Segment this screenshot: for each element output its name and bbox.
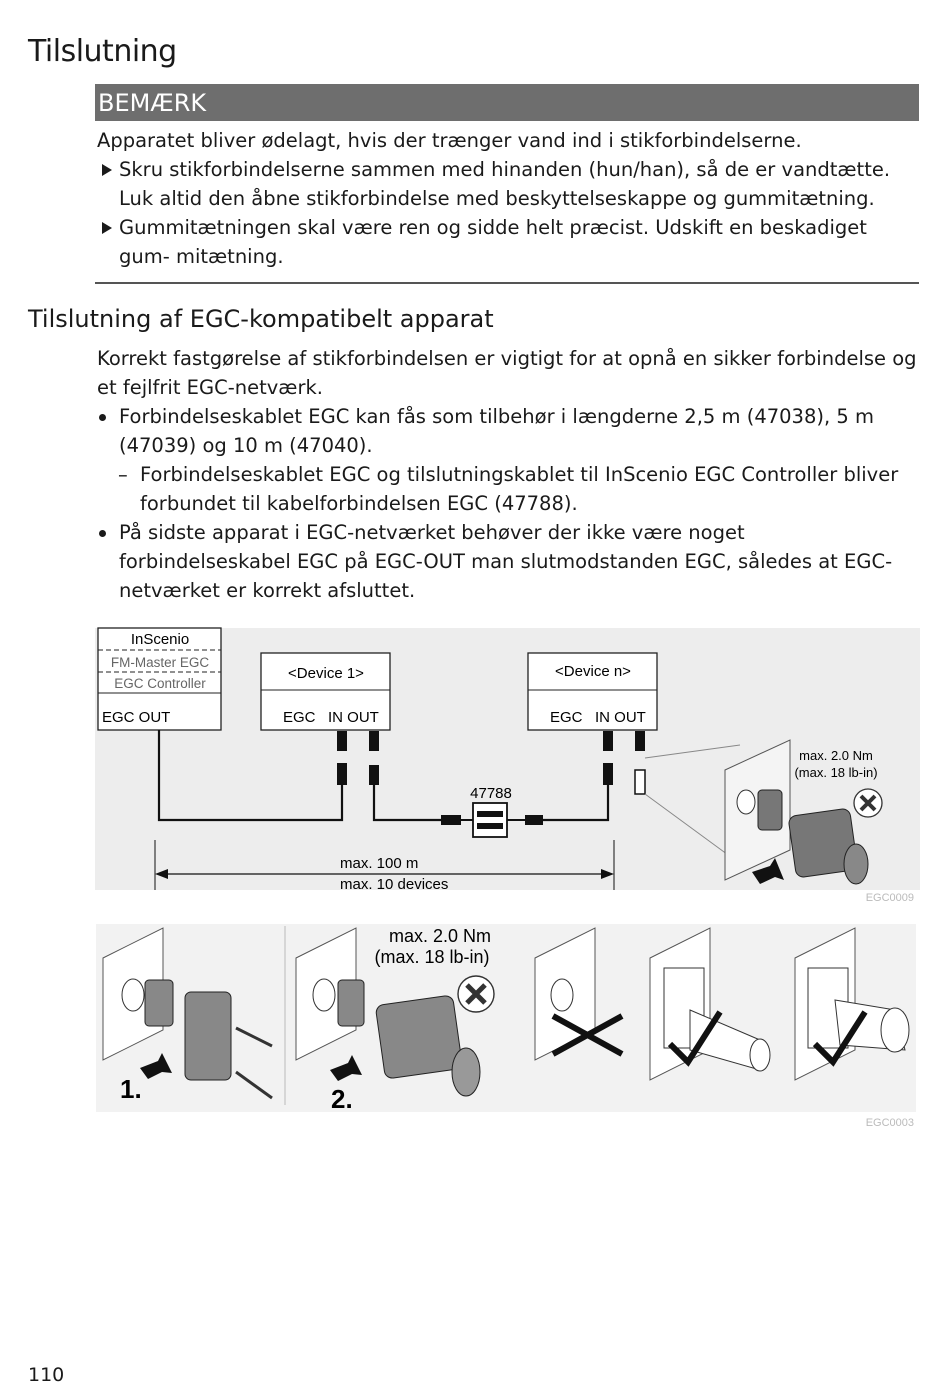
cable-lines: [157, 730, 610, 822]
inscenio-box: InScenio FM-Master EGC EGC Controller EG…: [97, 627, 222, 731]
note-body: Apparatet bliver ødelagt, hvis der træng…: [97, 126, 919, 271]
egc-controller-label: EGC Controller: [114, 676, 206, 691]
connector-detail: max. 2.0 Nm (max. 18 lb-in) EGC0009: [644, 739, 914, 904]
section-heading: Tilslutning af EGC-kompatibelt apparat: [28, 305, 494, 333]
correct-example: [794, 927, 910, 1081]
figure-code: EGC0009: [866, 892, 914, 904]
coupler-47788: 47788: [461, 785, 525, 838]
torque-imperial-label: (max. 18 lb-in): [374, 947, 489, 967]
note-intro: Apparatet bliver ødelagt, hvis der træng…: [97, 129, 802, 152]
note-banner: BEMÆRK: [95, 84, 919, 121]
torque-imperial-label: (max. 18 lb-in): [794, 765, 877, 780]
terminator-plug: [634, 769, 646, 795]
note-label: BEMÆRK: [98, 89, 207, 117]
devicen-ports-label: EGC IN OUT: [550, 709, 646, 726]
note-divider: [95, 282, 919, 284]
dimension-line: max. 100 m max. 10 devices: [154, 840, 615, 893]
torque-label: max. 2.0 Nm: [799, 748, 873, 763]
bullet-dot-icon: [99, 530, 106, 537]
section-body: Korrekt fastgørelse af stikforbindelsen …: [97, 344, 919, 605]
step2-illustration: 2. max. 2.0 Nm (max. 18 lb-in): [295, 926, 495, 1114]
push-arrow-icon: [330, 1055, 362, 1081]
devicen-box: <Device n> EGC IN OUT: [527, 652, 658, 731]
check-mark-icon: [667, 1010, 723, 1067]
max-devices-label: max. 10 devices: [340, 876, 448, 893]
section-intro: Korrekt fastgørelse af stikforbindelsen …: [97, 347, 917, 399]
device1-ports-label: EGC IN OUT: [283, 709, 379, 726]
push-arrow-icon: [752, 858, 784, 884]
step2-label: 2.: [331, 1084, 353, 1114]
no-tool-icon: [457, 975, 495, 1013]
connector-plugs: [337, 731, 645, 825]
part-number-label: 47788: [470, 785, 512, 802]
max-length-label: max. 100 m: [340, 855, 418, 872]
egc-out-label: EGC OUT: [102, 709, 170, 726]
cross-mark-icon: [551, 1013, 624, 1057]
sub-bullet-item: –Forbindelseskablet EGC og tilslutningsk…: [118, 463, 899, 515]
torque-label: max. 2.0 Nm: [389, 926, 491, 946]
page-number: 110: [28, 1364, 65, 1386]
step1-label: 1.: [120, 1074, 142, 1104]
bullet-item: På sidste apparat i EGC-netværket behøve…: [97, 518, 919, 605]
note-item: Skru stikforbindelserne sammen med hinan…: [97, 155, 919, 213]
bullet-dot-icon: [99, 414, 106, 421]
check-mark-icon: [812, 1010, 868, 1067]
wrong-example: [534, 927, 624, 1061]
note-item: Gummitætningen skal være ren og sidde he…: [97, 213, 919, 271]
device1-label: <Device 1>: [288, 665, 364, 682]
push-arrow-icon: [140, 1053, 172, 1079]
page-title: Tilslutning: [28, 34, 177, 69]
device1-box: <Device 1> EGC IN OUT: [260, 652, 391, 731]
step1-illustration: 1.: [102, 927, 273, 1104]
no-tool-icon: [853, 788, 883, 818]
figure-code: EGC0003: [866, 1117, 914, 1129]
bullet-item: Forbindelseskablet EGC kan fås som tilbe…: [97, 402, 919, 460]
inscenio-label: InScenio: [131, 631, 189, 648]
triangle-bullet-icon: [102, 164, 112, 176]
triangle-bullet-icon: [102, 222, 112, 234]
correct-example: [649, 927, 771, 1081]
fm-master-label: FM-Master EGC: [111, 655, 210, 670]
devicen-label: <Device n>: [555, 663, 631, 680]
